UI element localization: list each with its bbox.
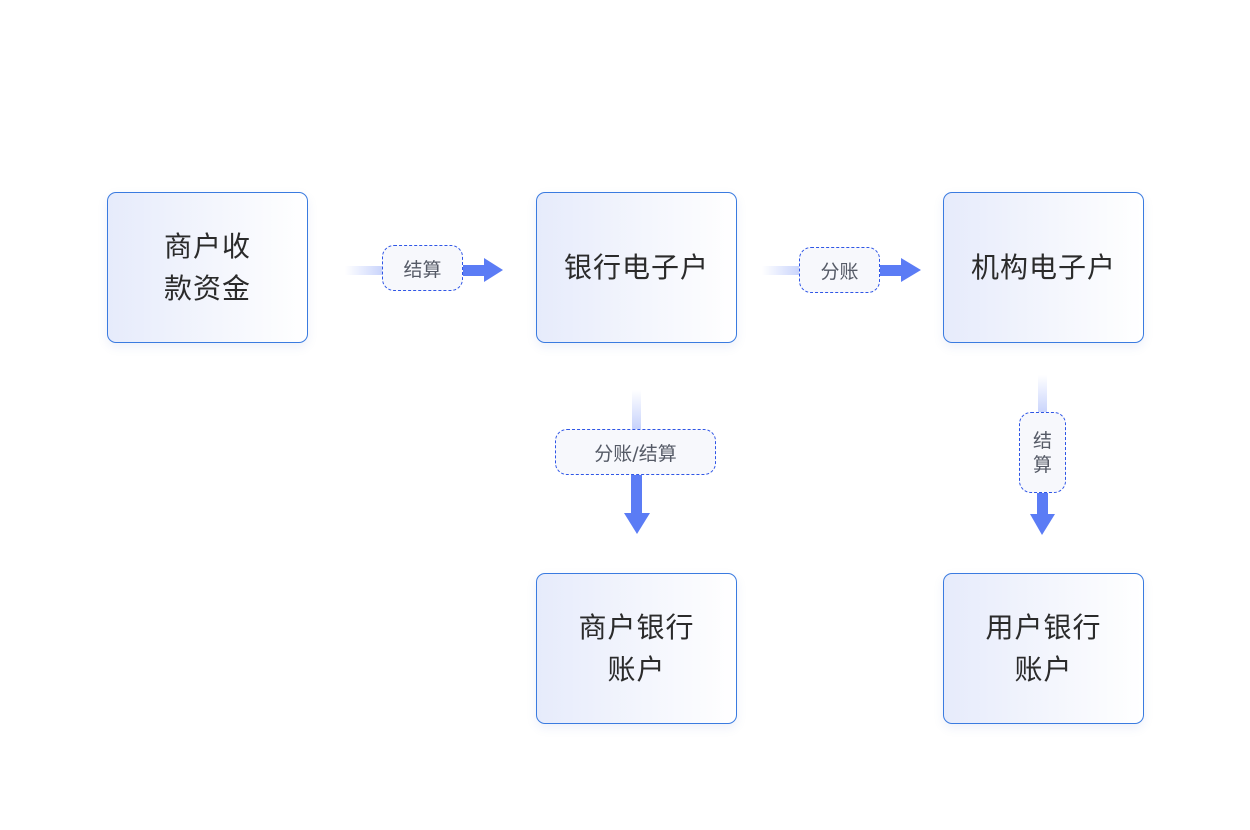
connector-fade-tail [762, 266, 802, 275]
arrow-right-icon [484, 258, 503, 282]
node-line: 商户收 [163, 229, 251, 263]
connector-settle-1 [345, 258, 503, 282]
node-line: 账户 [1014, 652, 1073, 686]
edge-label-settle-2: 结 算 [1019, 412, 1066, 493]
node-text: 商户收 款资金 [164, 226, 251, 310]
node-line: 商户银行 [578, 610, 695, 644]
connector-shaft [631, 473, 642, 515]
node-line: 用户银行 [985, 610, 1102, 644]
arrow-down-icon [624, 513, 650, 534]
connector-fade-tail [632, 390, 641, 430]
node-line: 机构电子户 [970, 250, 1116, 284]
arrow-down-icon [1030, 514, 1055, 535]
connector-settle-2 [1030, 375, 1055, 535]
node-bank-e-account: 银行电子户 [536, 192, 737, 343]
node-text: 用户银行 账户 [985, 607, 1101, 691]
connector-fade-tail [1038, 375, 1047, 415]
node-text: 商户银行 账户 [578, 607, 694, 691]
node-line: 款资金 [163, 271, 251, 305]
connector-shaft [1037, 490, 1048, 516]
edge-label-settle-1: 结算 [382, 245, 463, 291]
node-text: 机构电子户 [971, 247, 1116, 289]
connector-shaft [462, 265, 486, 276]
node-line: 银行电子户 [563, 250, 709, 284]
edge-label-split-settle: 分账/结算 [555, 429, 716, 475]
edge-label-split-1: 分账 [799, 247, 880, 293]
edge-label-char: 算 [1032, 453, 1052, 476]
node-line: 账户 [607, 652, 666, 686]
node-org-e-account: 机构电子户 [943, 192, 1144, 343]
connector-split-1 [762, 258, 921, 282]
connector-split-settle [624, 390, 650, 534]
node-text: 银行电子户 [564, 247, 709, 289]
node-merchant-funds: 商户收 款资金 [107, 192, 308, 343]
edge-label-char: 结 [1032, 429, 1052, 452]
node-user-bank-account: 用户银行 账户 [943, 573, 1144, 724]
connector-shaft [878, 265, 903, 276]
node-merchant-bank-account: 商户银行 账户 [536, 573, 737, 724]
connector-fade-tail [345, 266, 385, 275]
arrow-right-icon [901, 258, 921, 282]
